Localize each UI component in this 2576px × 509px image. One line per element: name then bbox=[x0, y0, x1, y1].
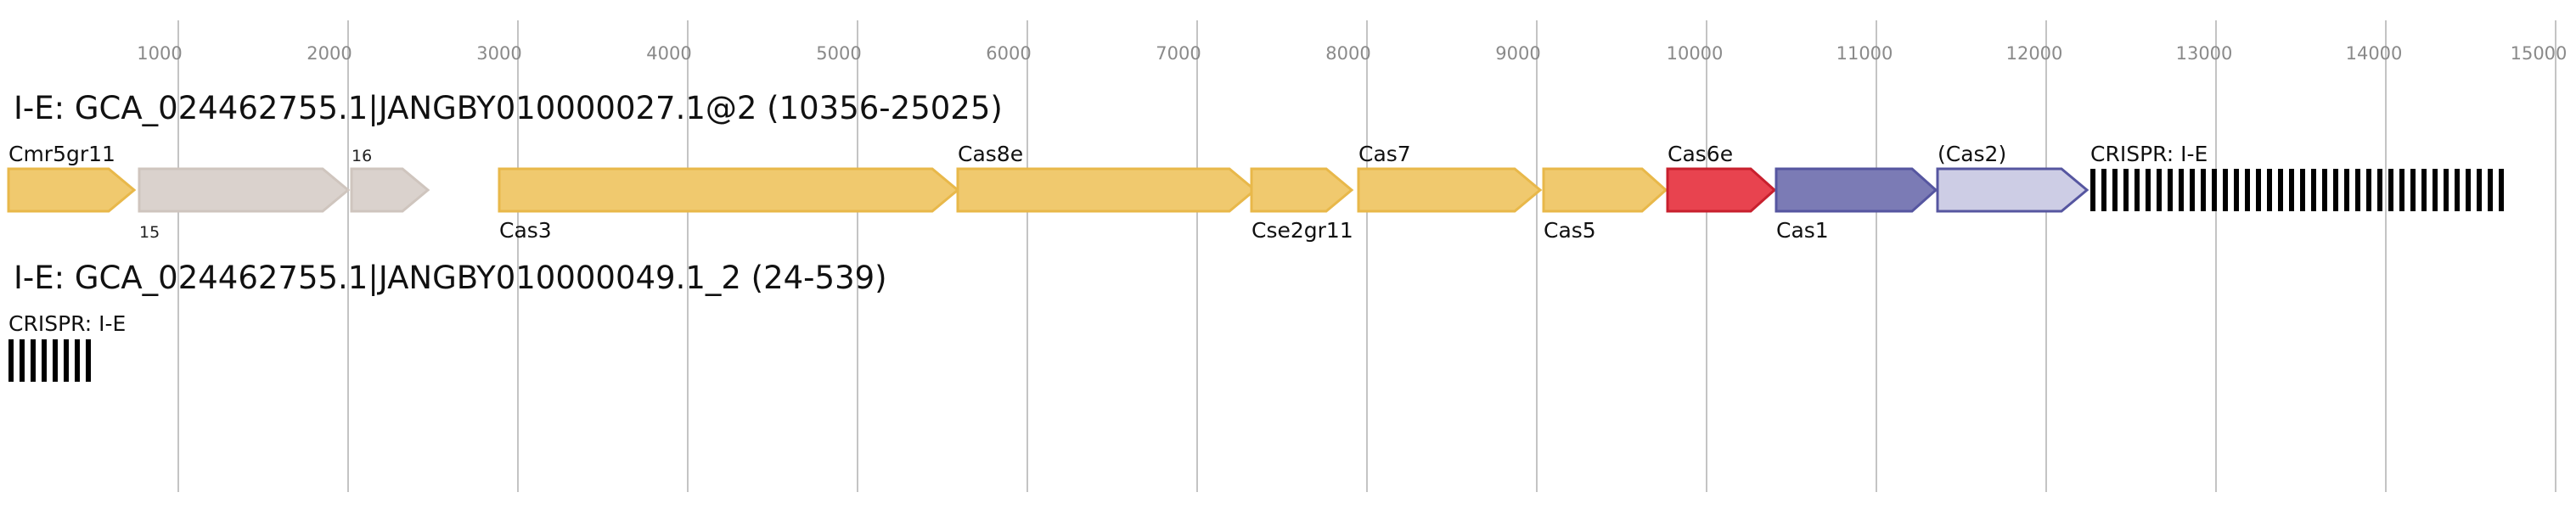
gene-arrow-cas2[interactable]: (Cas2) bbox=[1936, 142, 2089, 213]
crispr-repeat bbox=[8, 339, 14, 382]
tick-label: 10000 bbox=[1667, 43, 1724, 64]
crispr-repeat bbox=[2333, 169, 2338, 211]
crispr-repeat bbox=[42, 339, 47, 382]
crispr-repeat bbox=[20, 339, 25, 382]
tick-label: 9000 bbox=[1495, 43, 1540, 64]
tick-label: 5000 bbox=[816, 43, 861, 64]
crispr-repeat bbox=[2101, 169, 2106, 211]
crispr-repeat bbox=[2223, 169, 2228, 211]
tick-label: 6000 bbox=[986, 43, 1031, 64]
gene-arrow-cas3[interactable]: Cas3 bbox=[498, 167, 960, 243]
crispr-repeat bbox=[2278, 169, 2283, 211]
tick-label: 11000 bbox=[1836, 43, 1893, 64]
tick-label: 4000 bbox=[646, 43, 691, 64]
crispr-repeat bbox=[2300, 169, 2305, 211]
crispr-repeat bbox=[2179, 169, 2184, 211]
crispr-repeat bbox=[2488, 169, 2493, 211]
tick-label: 7000 bbox=[1156, 43, 1201, 64]
crispr-array[interactable]: CRISPR: I-E bbox=[2090, 142, 2504, 211]
gene-label: Cas1 bbox=[1776, 218, 1829, 243]
crispr-repeat bbox=[2433, 169, 2438, 211]
tick-label: 15000 bbox=[2511, 43, 2568, 64]
crispr-repeats bbox=[2090, 169, 2504, 211]
crispr-repeat bbox=[2201, 169, 2206, 211]
crispr-repeat bbox=[2344, 169, 2349, 211]
crispr-repeat bbox=[2112, 169, 2118, 211]
crispr-label: CRISPR: I-E bbox=[8, 311, 126, 336]
track-title: I-E: GCA_024462755.1|JANGBY010000027.1@2… bbox=[14, 90, 1003, 126]
crispr-repeat bbox=[2289, 169, 2294, 211]
gene-arrow-cas1[interactable]: Cas1 bbox=[1775, 167, 1938, 243]
gene-arrow-cmr5gr11[interactable]: Cmr5gr11 bbox=[7, 142, 137, 213]
crispr-repeat bbox=[2134, 169, 2140, 211]
tick-label: 14000 bbox=[2346, 43, 2403, 64]
gene-arrow-cas8e[interactable]: Cas8e bbox=[956, 142, 1257, 213]
gene-arrow-cas6e[interactable]: Cas6e bbox=[1666, 142, 1777, 213]
gene-label: Cas7 bbox=[1358, 142, 1411, 166]
crispr-repeat bbox=[2410, 169, 2416, 211]
gene-label: Cas3 bbox=[499, 218, 552, 243]
crispr-repeat bbox=[75, 339, 80, 382]
crispr-repeat bbox=[2190, 169, 2195, 211]
tick-label: 3000 bbox=[476, 43, 521, 64]
gene-arrow-cse2gr11[interactable]: Cse2gr11 bbox=[1250, 167, 1354, 243]
crispr-repeat bbox=[86, 339, 91, 382]
gene-label: Cse2gr11 bbox=[1251, 218, 1353, 243]
gene-arrow-15[interactable]: 15 bbox=[138, 167, 351, 242]
crispr-repeat bbox=[2123, 169, 2129, 211]
tick-label: 13000 bbox=[2176, 43, 2233, 64]
track-title: I-E: GCA_024462755.1|JANGBY010000049.1_2… bbox=[14, 260, 887, 296]
crispr-repeat bbox=[31, 339, 36, 382]
crispr-repeat bbox=[2388, 169, 2393, 211]
crispr-repeat bbox=[2168, 169, 2173, 211]
crispr-repeat bbox=[2455, 169, 2460, 211]
gene-label: Cmr5gr11 bbox=[8, 142, 115, 166]
crispr-repeat bbox=[2477, 169, 2482, 211]
crispr-repeat bbox=[2245, 169, 2250, 211]
locus-track: I-E: GCA_024462755.1|JANGBY010000049.1_2… bbox=[8, 260, 887, 382]
crispr-repeat bbox=[2466, 169, 2471, 211]
crispr-repeat bbox=[2399, 169, 2404, 211]
tick-label: 8000 bbox=[1325, 43, 1370, 64]
gene-label: 15 bbox=[139, 223, 160, 242]
gene-label: 16 bbox=[352, 147, 372, 165]
crispr-repeat bbox=[2311, 169, 2316, 211]
crispr-repeat bbox=[2256, 169, 2261, 211]
gene-label: (Cas2) bbox=[1938, 142, 2006, 166]
crispr-repeat bbox=[53, 339, 58, 382]
crispr-repeat bbox=[64, 339, 69, 382]
crispr-repeat bbox=[2234, 169, 2239, 211]
crispr-repeat bbox=[2421, 169, 2427, 211]
gene-arrow-cas7[interactable]: Cas7 bbox=[1357, 142, 1543, 213]
crispr-repeat bbox=[2366, 169, 2371, 211]
crispr-label: CRISPR: I-E bbox=[2090, 142, 2208, 166]
crispr-repeat bbox=[2355, 169, 2360, 211]
crispr-repeats bbox=[8, 339, 91, 382]
gene-label: Cas8e bbox=[958, 142, 1023, 166]
position-axis: 1000 2000 3000 4000 5000 6000 7000 8000 … bbox=[137, 20, 2567, 492]
gene-arrow-16[interactable]: 16 bbox=[350, 147, 430, 213]
crispr-repeat bbox=[2267, 169, 2272, 211]
crispr-repeat bbox=[2322, 169, 2327, 211]
crispr-repeat bbox=[2377, 169, 2382, 211]
crispr-repeat bbox=[2499, 169, 2504, 211]
gene-label: Cas5 bbox=[1544, 218, 1596, 243]
tick-label: 2000 bbox=[307, 43, 352, 64]
crispr-repeat bbox=[2090, 169, 2095, 211]
crispr-repeat bbox=[2212, 169, 2217, 211]
tick-label: 12000 bbox=[2006, 43, 2063, 64]
crispr-repeat bbox=[2444, 169, 2449, 211]
crispr-array[interactable]: CRISPR: I-E bbox=[8, 311, 126, 382]
tick-label: 1000 bbox=[137, 43, 182, 64]
crispr-repeat bbox=[2146, 169, 2151, 211]
crispr-repeat bbox=[2157, 169, 2162, 211]
gene-label: Cas6e bbox=[1668, 142, 1733, 166]
locus-track: I-E: GCA_024462755.1|JANGBY010000027.1@2… bbox=[7, 90, 2504, 243]
gene-arrow-cas5[interactable]: Cas5 bbox=[1542, 167, 1668, 243]
